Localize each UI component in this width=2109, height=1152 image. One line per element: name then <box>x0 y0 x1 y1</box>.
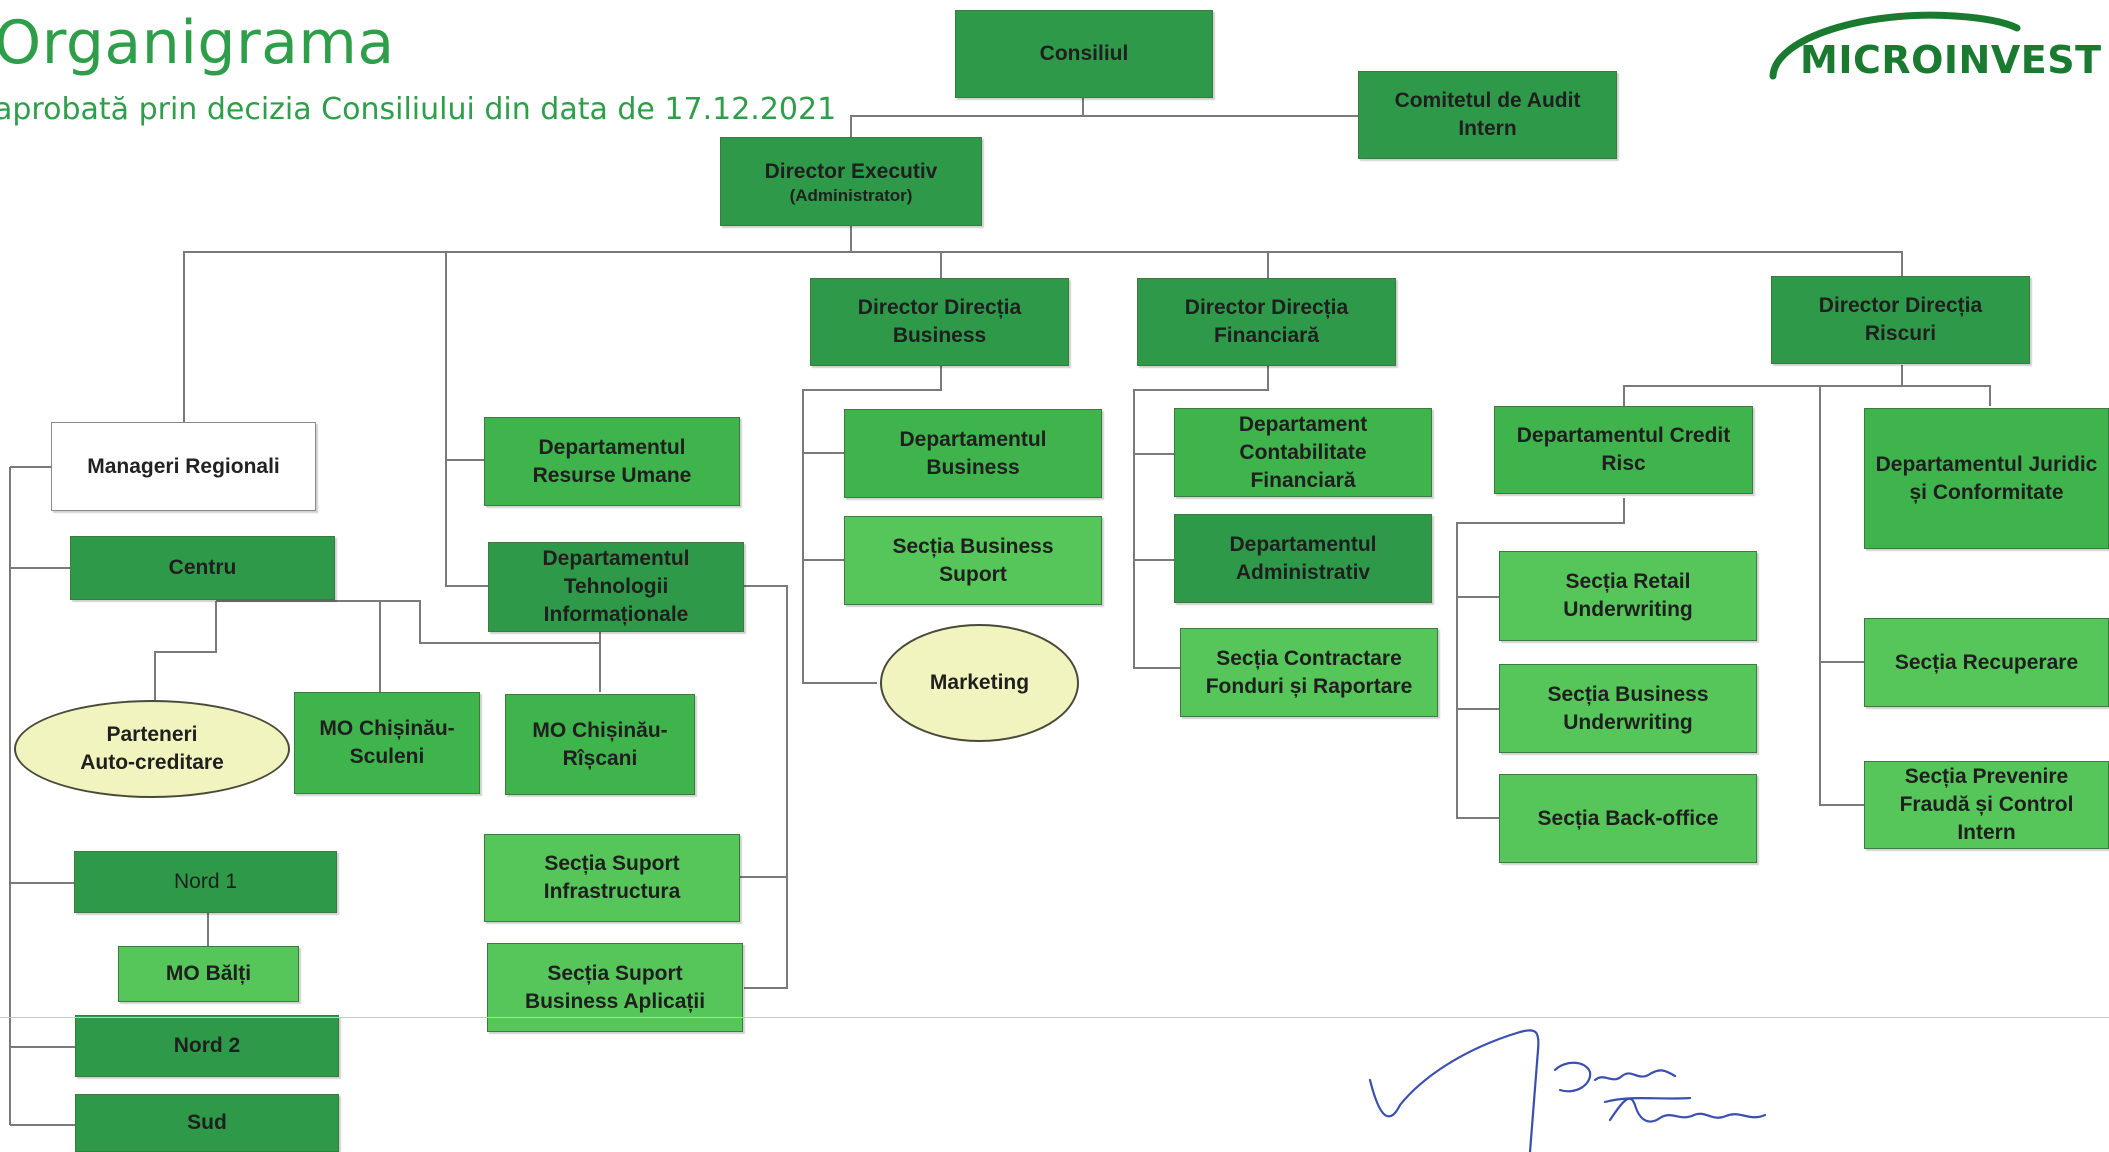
logo-text: MICROINVEST <box>1800 38 2102 82</box>
marketing-oval: Marketing <box>880 624 1079 742</box>
business-apps-support-box: Secția Suport Business Aplicații <box>487 943 743 1032</box>
mo-balti-box: MO Bălți <box>118 946 299 1002</box>
executive-director-title: Director Executiv <box>764 159 938 183</box>
microinvest-logo <box>1769 11 2021 80</box>
sud-box: Sud <box>75 1094 339 1152</box>
page-subtitle: aprobată prin decizia Consiliului din da… <box>0 92 837 127</box>
executive-director-box: Director Executiv (Administrator) <box>720 137 982 226</box>
it-department-box: Departamentul Tehnologii Informaționale <box>488 542 744 632</box>
accounting-department-box: Departament Contabilitate Financiară <box>1174 408 1432 497</box>
page-title: Organigrama <box>0 8 395 78</box>
regional-managers-box: Manageri Regionali <box>51 422 316 511</box>
business-department-box: Departamentul Business <box>844 409 1102 498</box>
separator-line <box>0 1017 2109 1018</box>
finance-director-box: Director Direcția Financiară <box>1137 278 1396 366</box>
fraud-prevention-section-box: Secția Prevenire Fraudă și Control Inter… <box>1864 761 2109 849</box>
council-box: Consiliul <box>955 10 1213 98</box>
mo-chisinau-sculeni-box: MO Chișinău- Sculeni <box>294 692 480 794</box>
business-support-section-box: Secția Business Suport <box>844 516 1102 605</box>
legal-compliance-department-box: Departamentul Juridic și Conformitate <box>1864 408 2109 549</box>
business-underwriting-section-box: Secția Business Underwriting <box>1499 664 1757 753</box>
mo-chisinau-riscani-box: MO Chișinău- Rîșcani <box>505 694 695 795</box>
auto-credit-partners-oval: Parteneri Auto-creditare <box>14 700 290 798</box>
nord2-box: Nord 2 <box>75 1015 339 1077</box>
infrastructure-support-box: Secția Suport Infrastructura <box>484 834 740 922</box>
risk-director-box: Director Direcția Riscuri <box>1771 276 2030 364</box>
centru-box: Centru <box>70 536 335 600</box>
administrative-department-box: Departamentul Administrativ <box>1174 514 1432 603</box>
credit-risk-department-box: Departamentul Credit Risc <box>1494 406 1753 494</box>
hr-department-box: Departamentul Resurse Umane <box>484 417 740 506</box>
signature <box>1368 1029 1767 1152</box>
audit-committee-box: Comitetul de Audit Intern <box>1358 71 1617 159</box>
recovery-section-box: Secția Recuperare <box>1864 618 2109 707</box>
back-office-section-box: Secția Back-office <box>1499 774 1757 863</box>
retail-underwriting-section-box: Secția Retail Underwriting <box>1499 551 1757 641</box>
nord1-box: Nord 1 <box>74 851 337 913</box>
executive-director-subtitle: (Administrator) <box>789 185 913 205</box>
business-director-box: Director Direcția Business <box>810 278 1069 366</box>
funds-reporting-section-box: Secția Contractare Fonduri și Raportare <box>1180 628 1438 717</box>
